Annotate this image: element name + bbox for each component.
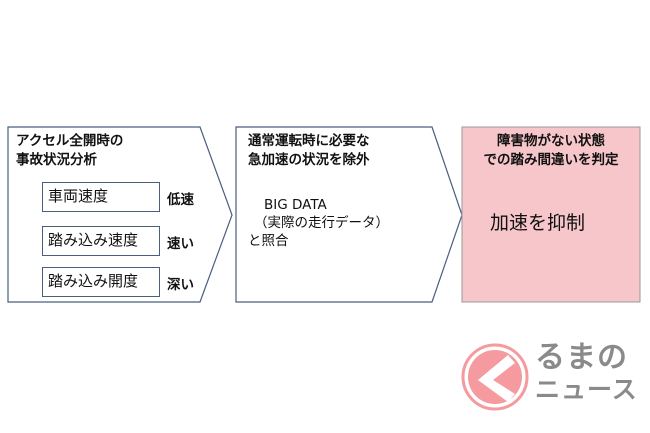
logo-mark — [461, 343, 529, 411]
step2-title-line: 急加速の状況を除外 — [248, 152, 370, 168]
factor-box: 踏み込み速度 — [42, 226, 160, 256]
big-data-compare: と照合 — [248, 233, 289, 249]
factor-box: 車両速度 — [42, 182, 160, 212]
step1-title: アクセル全開時の 事故状況分析 — [16, 132, 123, 170]
step3-box-shape — [461, 126, 641, 303]
factor-value: 速い — [167, 236, 194, 252]
logo-text: るまの ニュース — [535, 342, 638, 406]
step3-title-line: 障害物がない状態 — [497, 133, 605, 149]
logo-text-line: ニュース — [535, 375, 638, 404]
step1-title-line: 事故状況分析 — [16, 152, 97, 168]
step2-title-line: 通常運転時に必要な — [248, 133, 370, 149]
factor-box: 踏み込み開度 — [42, 267, 160, 297]
step2-arrow-shape — [235, 126, 463, 303]
big-data-label: BIG DATA — [264, 197, 327, 213]
step2-title: 通常運転時に必要な 急加速の状況を除外 — [248, 132, 370, 170]
factor-value: 深い — [167, 277, 194, 293]
factor-value: 低速 — [167, 192, 194, 208]
step3-title: 障害物がない状態 での踏み間違いを判定 — [462, 132, 640, 170]
big-data-note: （実際の走行データ） — [254, 215, 389, 231]
step3-title-line: での踏み間違いを判定 — [483, 152, 619, 168]
step1-arrow-shape — [7, 126, 233, 303]
step2-body: BIG DATA （実際の走行データ） と照合 — [248, 196, 389, 250]
step1-title-line: アクセル全開時の — [16, 133, 124, 149]
logo-text-line: るまの — [535, 340, 628, 375]
step3-result: 加速を抑制 — [490, 212, 586, 234]
